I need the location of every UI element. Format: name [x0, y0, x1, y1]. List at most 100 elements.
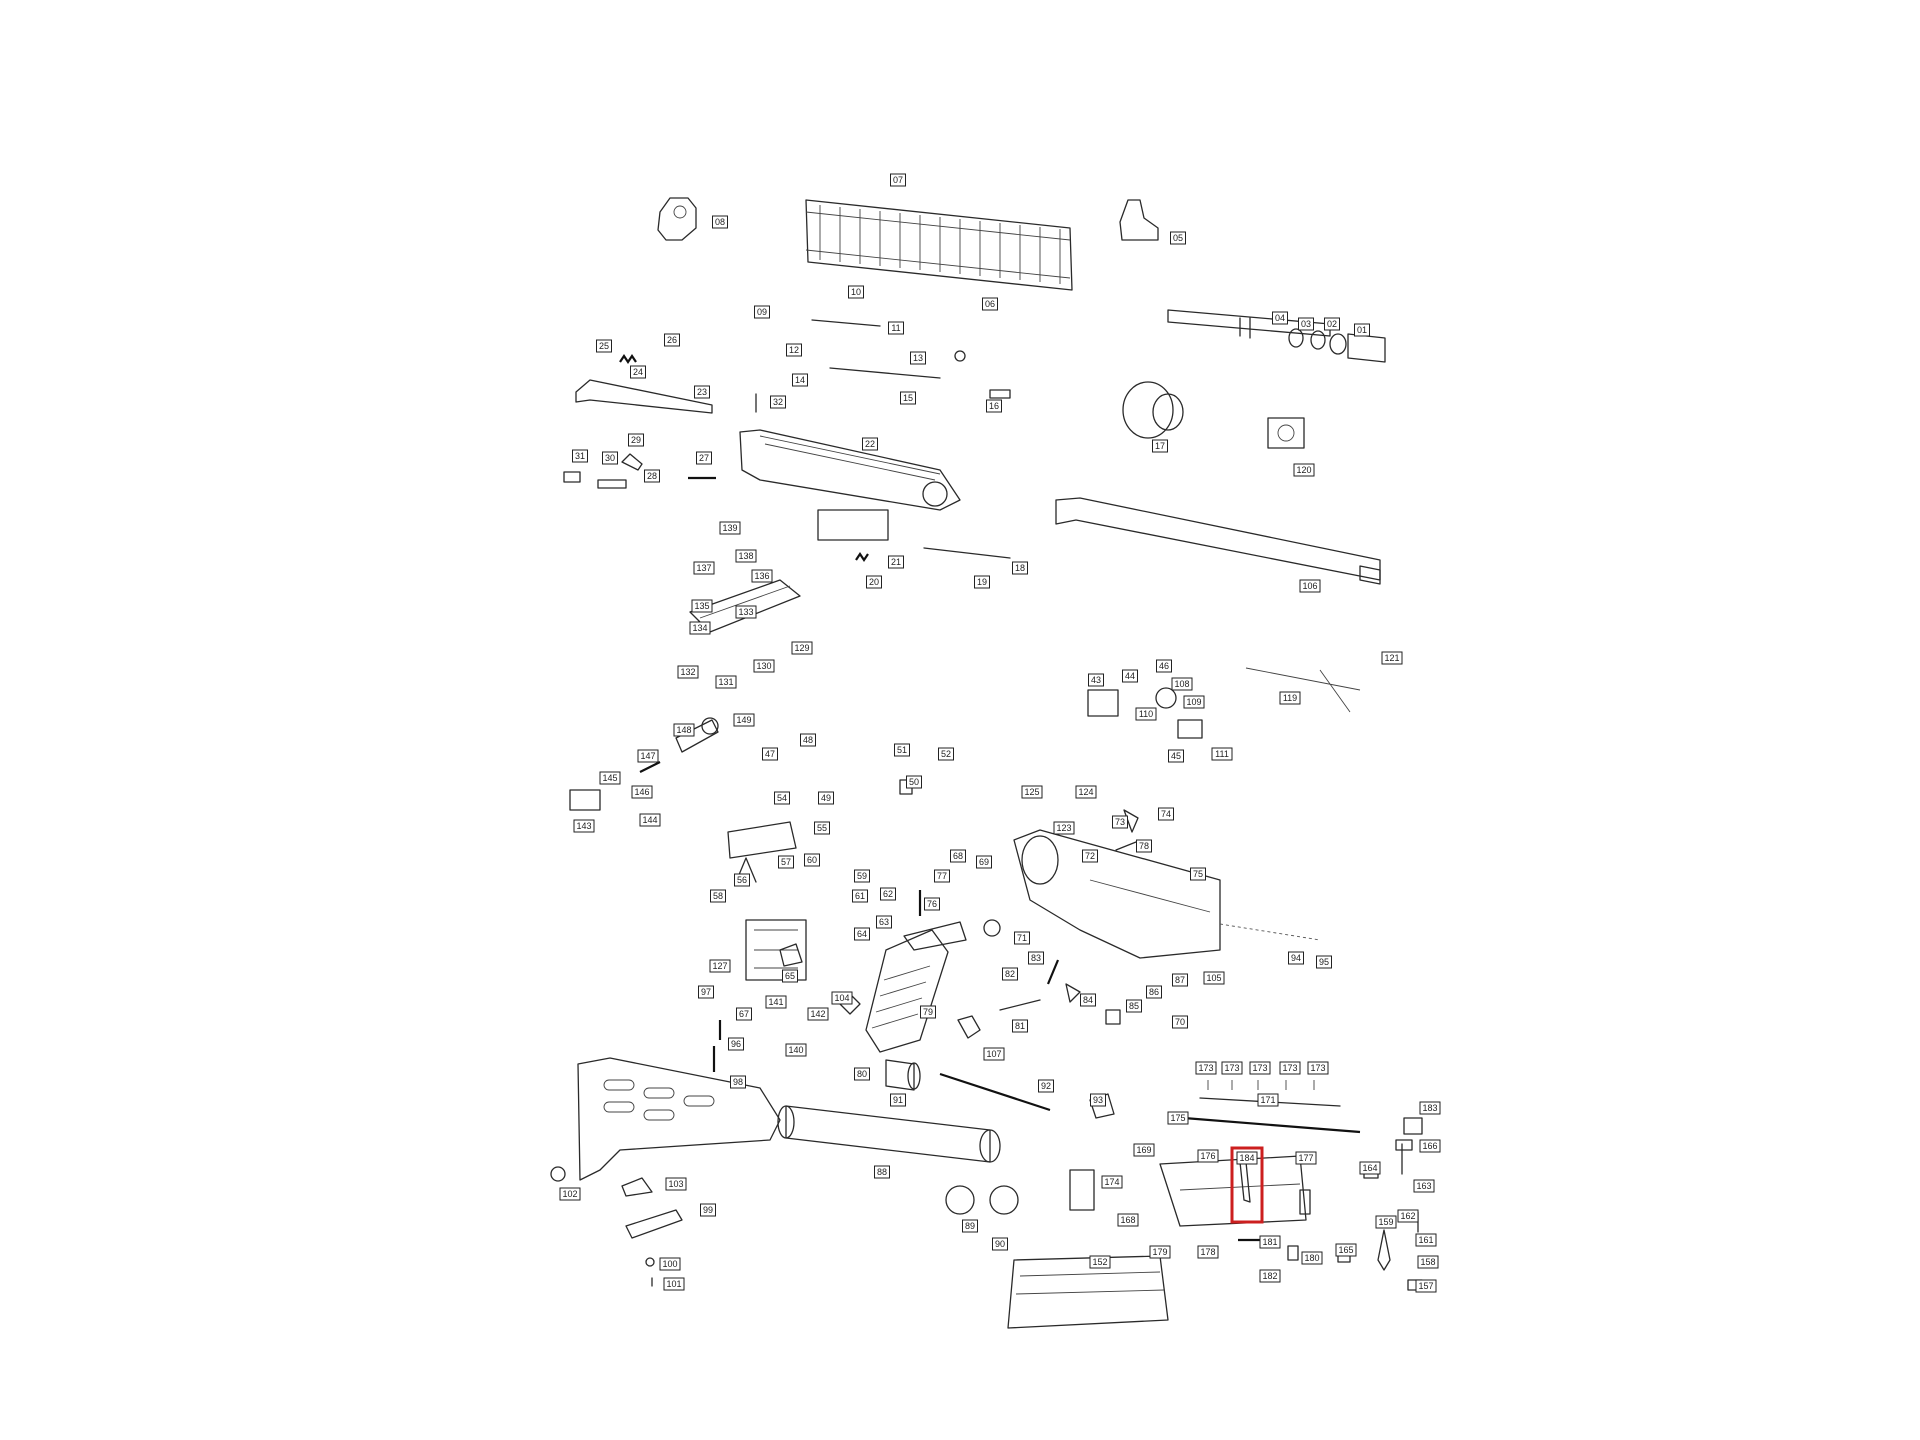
part-label-box	[1197, 1149, 1219, 1163]
part-number: 161	[1418, 1235, 1433, 1245]
part-number: 111	[1215, 749, 1229, 759]
part-number: 103	[668, 1179, 683, 1189]
part-number: 138	[738, 551, 753, 561]
part-label-04: 04	[1272, 311, 1288, 325]
part-number: 102	[562, 1189, 577, 1199]
part-label-box	[888, 555, 904, 569]
part-label-184: 184	[1236, 1151, 1258, 1165]
part-label-73: 73	[1112, 815, 1128, 829]
part-label-box	[1236, 1151, 1258, 1165]
part-label-79: 79	[920, 1005, 936, 1019]
part-number: 127	[712, 961, 727, 971]
part-number: 142	[810, 1009, 825, 1019]
gas-block-low-profile	[1267, 417, 1305, 449]
part-label-box	[628, 433, 644, 447]
part-label-56: 56	[734, 873, 750, 887]
part-label-box	[786, 343, 802, 357]
part-label-58: 58	[710, 889, 726, 903]
part-number: 24	[633, 367, 643, 377]
part-label-93: 93	[1090, 1093, 1106, 1107]
part-label-box	[1028, 951, 1044, 965]
part-number: 76	[927, 899, 937, 909]
part-label-102: 102	[559, 1187, 581, 1201]
part-label-box	[736, 1007, 752, 1021]
part-label-161: 161	[1415, 1233, 1437, 1247]
part-label-box	[876, 915, 892, 929]
part-number: 05	[1173, 233, 1183, 243]
part-label-box	[630, 365, 646, 379]
part-label-45: 45	[1168, 749, 1184, 763]
part-label-box	[1301, 1251, 1323, 1265]
part-label-43: 43	[1088, 673, 1104, 687]
part-label-144: 144	[639, 813, 661, 827]
part-number: 56	[737, 875, 747, 885]
part-number: 110	[1139, 709, 1153, 719]
part-number: 78	[1139, 841, 1149, 851]
part-label-03: 03	[1298, 317, 1314, 331]
part-label-175: 175	[1167, 1111, 1189, 1125]
part-number: 132	[680, 667, 695, 677]
part-number: 147	[640, 751, 655, 761]
part-label-box	[1259, 1269, 1281, 1283]
part-label-13: 13	[910, 351, 926, 365]
part-number: 90	[995, 1239, 1005, 1249]
part-number: 21	[891, 557, 901, 567]
part-number: 91	[893, 1095, 903, 1105]
part-number: 98	[733, 1077, 743, 1087]
hop-up-parts	[1087, 667, 1361, 739]
part-number: 65	[785, 971, 795, 981]
part-number: 31	[575, 451, 585, 461]
part-number: 134	[692, 623, 707, 633]
part-label-124: 124	[1075, 785, 1097, 799]
part-label-box	[1014, 931, 1030, 945]
part-label-box	[866, 575, 882, 589]
part-label-box	[1135, 707, 1157, 721]
upper-receiver	[739, 429, 961, 541]
part-label-box	[1279, 1061, 1301, 1075]
part-label-box	[1359, 1161, 1381, 1175]
part-label-box	[1183, 695, 1205, 709]
part-label-145: 145	[599, 771, 621, 785]
part-number: 67	[739, 1009, 749, 1019]
part-label-119: 119	[1279, 691, 1301, 705]
part-label-109: 109	[1183, 695, 1205, 709]
part-number: 178	[1200, 1247, 1215, 1257]
part-label-box	[906, 775, 922, 789]
nozzle-assembly	[569, 717, 719, 811]
part-label-box	[694, 385, 710, 399]
part-number: 129	[794, 643, 809, 653]
part-label-box	[734, 873, 750, 887]
part-label-box	[1190, 867, 1206, 881]
part-number: 165	[1338, 1245, 1353, 1255]
part-label-92: 92	[1038, 1079, 1054, 1093]
part-label-box	[1156, 659, 1172, 673]
part-label-box	[1354, 323, 1370, 337]
part-label-box	[762, 747, 778, 761]
part-label-box	[665, 1177, 687, 1191]
magazine-lower	[1007, 1255, 1169, 1329]
part-number: 175	[1170, 1113, 1185, 1123]
part-number: 131	[718, 677, 733, 687]
part-number: 179	[1152, 1247, 1167, 1257]
part-label-box	[728, 1037, 744, 1051]
part-number: 23	[697, 387, 707, 397]
part-number: 18	[1015, 563, 1025, 573]
part-number: 183	[1422, 1103, 1437, 1113]
part-label-84: 84	[1080, 993, 1096, 1007]
part-number: 74	[1161, 809, 1171, 819]
part-number: 20	[869, 577, 879, 587]
part-label-box	[1417, 1255, 1439, 1269]
part-label-87: 87	[1172, 973, 1188, 987]
part-number: 168	[1120, 1215, 1135, 1225]
part-label-149: 149	[733, 713, 755, 727]
part-number: 27	[699, 453, 709, 463]
part-number: 16	[989, 401, 999, 411]
part-label-box	[986, 399, 1002, 413]
part-number: 104	[834, 993, 849, 1003]
part-number: 119	[1283, 693, 1297, 703]
part-number: 81	[1015, 1021, 1025, 1031]
part-label-174: 174	[1101, 1175, 1123, 1189]
part-label-box	[1295, 1151, 1317, 1165]
part-label-132: 132	[677, 665, 699, 679]
